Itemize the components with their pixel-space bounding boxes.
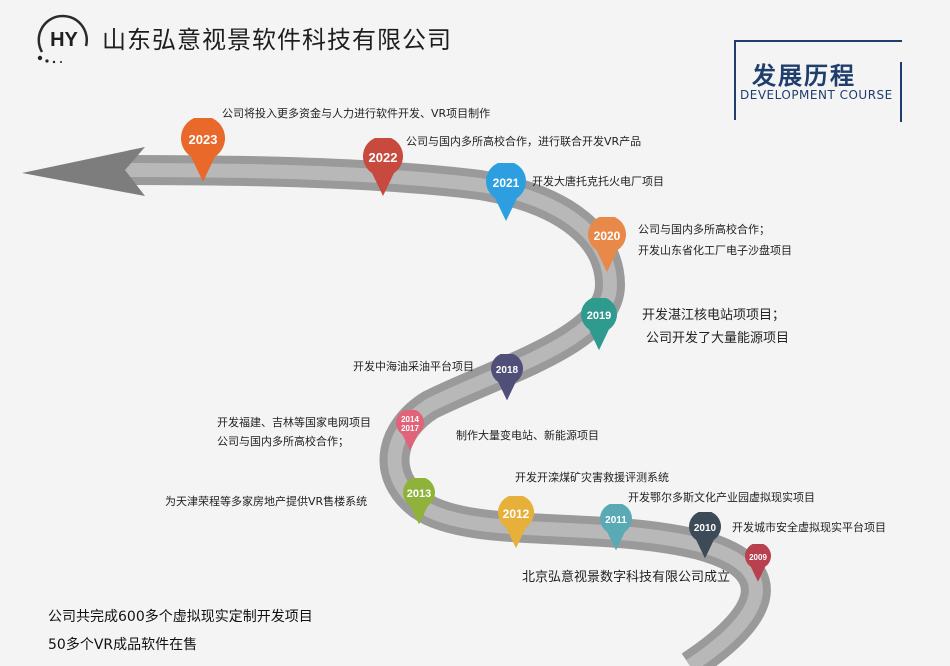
milestone-pin-2011: 2011 <box>600 502 632 551</box>
milestone-2014-2017-note-1: 开发福建、吉林等国家电网项目 <box>217 416 371 429</box>
milestone-pin-2019: 2019 <box>581 296 617 351</box>
milestone-year: 2021 <box>492 175 520 190</box>
summary-products: 50多个VR成品软件在售 <box>48 637 198 653</box>
milestone-year: 2009 <box>749 552 767 562</box>
logo-text: HY <box>50 29 78 51</box>
milestone-2023-note: 公司将投入更多资金与人力进行软件开发、VR项目制作 <box>222 107 491 120</box>
milestone-2018-note: 开发中海油采油平台项目 <box>353 360 474 373</box>
milestone-year: 2022 <box>368 150 398 165</box>
milestone-year: 2020 <box>593 228 621 243</box>
section-badge-title: 发展历程 <box>752 62 856 90</box>
map-pin-icon <box>363 136 403 196</box>
map-pin-icon <box>581 296 617 351</box>
milestone-2014-2017-note-2: 公司与国内多所高校合作； <box>217 435 349 448</box>
milestone-year: 2013 <box>406 488 432 500</box>
milestone-2020-note-2: 开发山东省化工厂电子沙盘项目 <box>638 244 792 257</box>
milestone-2019-note-1: 开发湛江核电站项项目； <box>642 308 786 323</box>
milestone-2013-note: 为天津荣程等多家房地产提供VR售楼系统 <box>165 495 368 508</box>
milestone-2022-note: 公司与国内多所高校合作，进行联合开发VR产品 <box>406 135 642 148</box>
milestone-pin-2020: 2020 <box>588 215 626 273</box>
milestone-year: 2019 <box>586 310 612 322</box>
milestone-year: 2012 <box>502 506 530 521</box>
map-pin-icon <box>600 502 632 551</box>
map-pin-icon <box>486 161 526 221</box>
section-badge-subtitle: DEVELOPMENT COURSE <box>740 88 893 102</box>
milestone-2011-note: 开发鄂尔多斯文化产业园虚拟现实项目 <box>628 491 815 504</box>
map-pin-icon <box>491 352 523 401</box>
company-name: 山东弘意视景软件科技有限公司 <box>102 26 452 54</box>
milestone-year: 2010 <box>693 522 717 534</box>
milestone-pin-2010: 2010 <box>689 510 721 559</box>
milestone-pin-2022: 2022 <box>363 136 403 196</box>
milestone-pin-2018: 2018 <box>491 352 523 401</box>
milestone-pin-2023: 2023 <box>181 116 225 182</box>
map-pin-icon <box>745 542 771 582</box>
milestone-pin-2009: 2009 <box>745 542 771 582</box>
company-logo: HY <box>37 14 88 64</box>
milestone-pin-2021: 2021 <box>486 161 526 221</box>
milestone-2010-note: 开发城市安全虚拟现实平台项目 <box>732 521 886 534</box>
map-pin-icon <box>689 510 721 559</box>
milestone-2014-2017-note-3: 制作大量变电站、新能源项目 <box>456 429 599 442</box>
map-pin-icon <box>498 494 534 549</box>
map-pin-icon <box>403 476 435 525</box>
milestone-2021-note: 开发大唐托克托火电厂项目 <box>532 175 664 188</box>
milestone-year: 2018 <box>495 364 519 376</box>
map-pin-icon <box>181 116 225 182</box>
milestone-2009-note: 北京弘意视景数字科技有限公司成立 <box>522 570 731 585</box>
summary-projects: 公司共完成600多个虚拟现实定制开发项目 <box>48 609 313 625</box>
road-arrowhead <box>22 147 145 196</box>
map-pin-icon <box>396 408 424 451</box>
map-pin-icon <box>588 215 626 273</box>
milestone-pin-2013: 2013 <box>403 476 435 525</box>
milestone-year: 2023 <box>188 132 218 147</box>
milestone-2012-note: 开发开滦煤矿灾害救援评测系统 <box>515 471 669 484</box>
milestone-2019-note-2: 公司开发了大量能源项目 <box>646 331 790 346</box>
milestone-pin-2012: 2012 <box>498 494 534 549</box>
milestone-2020-note-1: 公司与国内多所高校合作； <box>638 223 770 236</box>
milestone-year: 2011 <box>605 514 627 526</box>
section-badge-frame <box>734 40 902 122</box>
